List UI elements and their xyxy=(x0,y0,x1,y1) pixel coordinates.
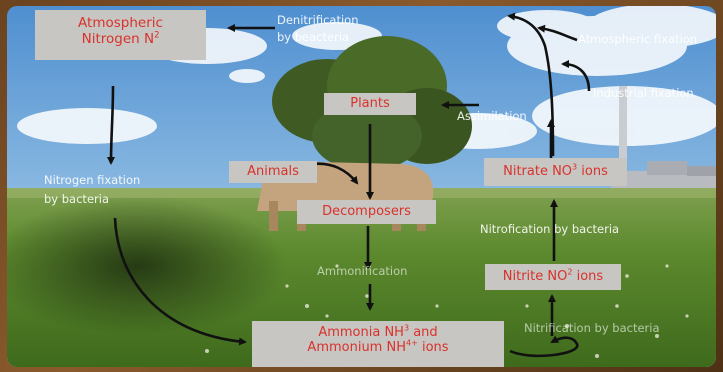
label-ammonification: Ammonification xyxy=(317,264,407,278)
label-nitrogen-fixation-line2: by bacteria xyxy=(44,192,109,206)
label-assimilation: Assimilation xyxy=(457,109,527,123)
node-nitrite: Nitrite NO2 ions xyxy=(485,264,621,290)
arrow-nitrate-to-atmosphere xyxy=(509,16,553,156)
label-industrial-fixation: Industrial fixation xyxy=(593,86,694,100)
label-nitrogen-fixation-line1: Nitrogen fixation xyxy=(44,173,140,187)
arrow-atmospheric-fixation xyxy=(539,28,577,40)
ammonia-line1: Ammonia NH3 and xyxy=(252,325,504,340)
arrow-fixation-to-ammonia xyxy=(115,218,245,342)
arrow-animals-to-decomposers xyxy=(312,164,357,183)
meadow-scene: Atmospheric Nitrogen N2 Plants Animals D… xyxy=(7,6,716,367)
label-nitrification-lower: Nitrification by bacteria xyxy=(524,321,660,335)
label-denitrification-line1: Denitrification xyxy=(277,13,359,27)
arrow-ammonia-to-nitrite-loop xyxy=(510,338,577,356)
node-animals: Animals xyxy=(229,161,317,183)
atmospheric-nitrogen-line2: Nitrogen N2 xyxy=(35,32,206,48)
node-plants: Plants xyxy=(324,93,416,115)
arrow-industrial-fixation xyxy=(563,64,589,91)
label-denitrification-line2: by beacteria xyxy=(277,30,349,44)
node-decomposers: Decomposers xyxy=(297,200,436,224)
atmospheric-nitrogen-line1: Atmospheric xyxy=(35,16,206,32)
ammonia-line2: Ammonium NH4+ ions xyxy=(252,340,504,355)
arrow-nitrogen-fixation xyxy=(111,86,113,163)
label-atmospheric-fixation: Atmospheric fixation xyxy=(578,32,697,46)
node-ammonia: Ammonia NH3 and Ammonium NH4+ ions xyxy=(252,321,504,367)
label-nitrification-upper: Nitrofication by bacteria xyxy=(480,222,619,236)
node-atmospheric-nitrogen: Atmospheric Nitrogen N2 xyxy=(35,10,206,60)
node-nitrate: Nitrate NO3 ions xyxy=(484,158,627,186)
